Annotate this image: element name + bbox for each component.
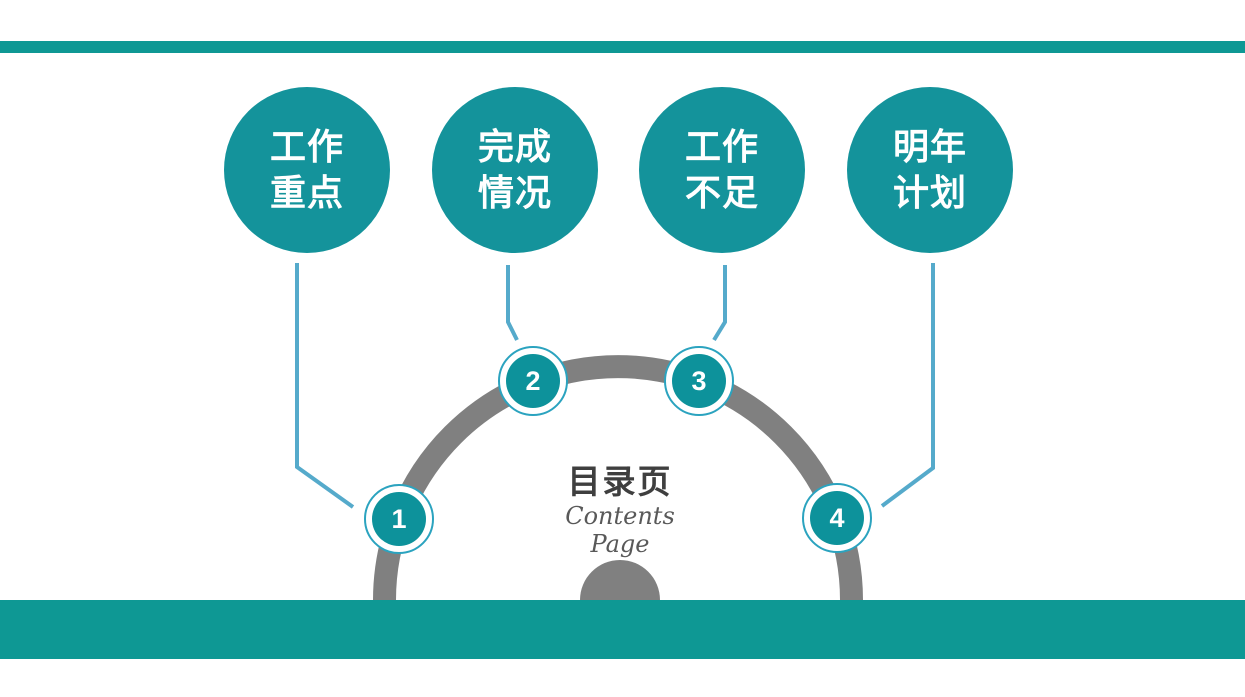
connector-line-1 bbox=[295, 263, 355, 509]
number-badge-label: 1 bbox=[372, 492, 426, 546]
number-badge-label: 4 bbox=[810, 491, 864, 545]
connector-line-3 bbox=[712, 265, 727, 342]
page-subtitle-line2: Page bbox=[590, 530, 650, 558]
page-title: 目录页 bbox=[567, 463, 673, 500]
number-badge-4[interactable]: 4 bbox=[802, 483, 872, 553]
topic-title-line: 重点 bbox=[269, 172, 344, 213]
topic-circle-completion-status[interactable]: 完成 情况 bbox=[432, 87, 598, 253]
topic-circle-work-shortcomings[interactable]: 工作 不足 bbox=[639, 87, 805, 253]
topic-title-line: 完成 bbox=[477, 126, 552, 167]
topic-circle-work-focus[interactable]: 工作 重点 bbox=[224, 87, 390, 253]
number-badge-2[interactable]: 2 bbox=[498, 346, 568, 416]
topic-title-line: 不足 bbox=[684, 172, 759, 213]
connector-line-2 bbox=[506, 265, 519, 341]
page-subtitle-line1: Contents bbox=[565, 502, 675, 530]
topic-circle-next-year-plan[interactable]: 明年 计划 bbox=[847, 87, 1013, 253]
bottom-accent-bar bbox=[0, 600, 1245, 659]
topic-title-line: 工作 bbox=[684, 126, 759, 167]
number-badge-label: 3 bbox=[672, 354, 726, 408]
topic-title-line: 情况 bbox=[477, 172, 552, 213]
number-badge-label: 2 bbox=[506, 354, 560, 408]
topic-title-line: 计划 bbox=[892, 172, 967, 213]
pedestal-semicircle bbox=[580, 560, 660, 600]
number-badge-3[interactable]: 3 bbox=[664, 346, 734, 416]
topic-title-line: 工作 bbox=[269, 126, 344, 167]
topic-title-line: 明年 bbox=[892, 126, 967, 167]
number-badge-1[interactable]: 1 bbox=[364, 484, 434, 554]
top-accent-bar bbox=[0, 41, 1245, 53]
page-title-block: 目录页 Contents Page bbox=[495, 462, 745, 558]
connector-line-4 bbox=[880, 263, 935, 508]
